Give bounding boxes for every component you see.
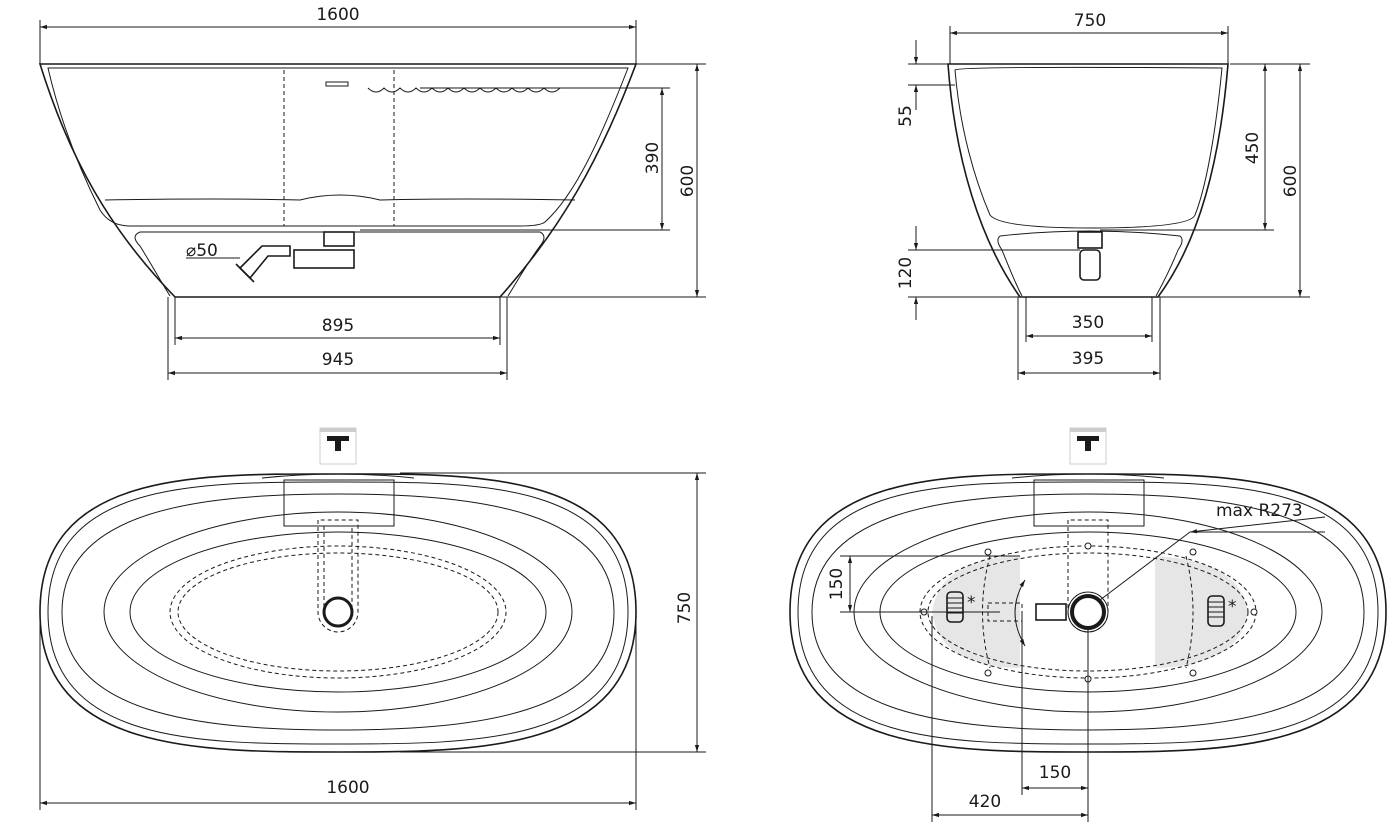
drain-diameter-label: ⌀50 (186, 241, 218, 261)
side-base-height-label: 120 (896, 257, 916, 289)
front-base-inner-label: 895 (322, 316, 354, 336)
offset-x-label: 150 (1039, 763, 1071, 783)
side-width-label: 750 (1074, 11, 1106, 31)
drain-assembly-icon (235, 231, 355, 283)
top-view-left: 1600 750 (39, 427, 706, 810)
side-rim-label: 55 (896, 105, 916, 127)
drain-assembly-icon (1077, 231, 1103, 281)
front-view: 1600 895 945 390 600 ⌀50 (38, 5, 706, 380)
tap-icon (319, 427, 357, 465)
offset-y-label: 150 (827, 568, 847, 600)
drain-icon (322, 596, 354, 628)
tap-icon (1069, 427, 1107, 465)
side-base-outer-label: 395 (1072, 349, 1104, 369)
front-base-outer-label: 945 (322, 350, 354, 370)
side-view: 750 55 450 600 120 350 395 (896, 11, 1310, 380)
front-height-label: 600 (678, 165, 698, 197)
adjustable-foot-icon (946, 591, 964, 623)
top-length-label: 1600 (326, 778, 369, 798)
top-width-label: 750 (675, 592, 695, 624)
side-base-inner-label: 350 (1072, 313, 1104, 333)
feet-offset-label: 420 (969, 792, 1001, 812)
drain-icon (1070, 594, 1106, 630)
side-inner-depth-label: 450 (1243, 132, 1263, 164)
adjustable-foot-icon (1207, 595, 1225, 627)
top-view-right: * * max R273 150 150 420 (789, 427, 1387, 822)
front-width-label: 1600 (316, 5, 359, 25)
side-height-label: 600 (1281, 165, 1301, 197)
note-mark-left: * (967, 593, 976, 613)
max-radius-label: max R273 (1216, 501, 1303, 521)
note-mark-right: * (1228, 597, 1237, 617)
front-water-depth-label: 390 (643, 142, 663, 174)
